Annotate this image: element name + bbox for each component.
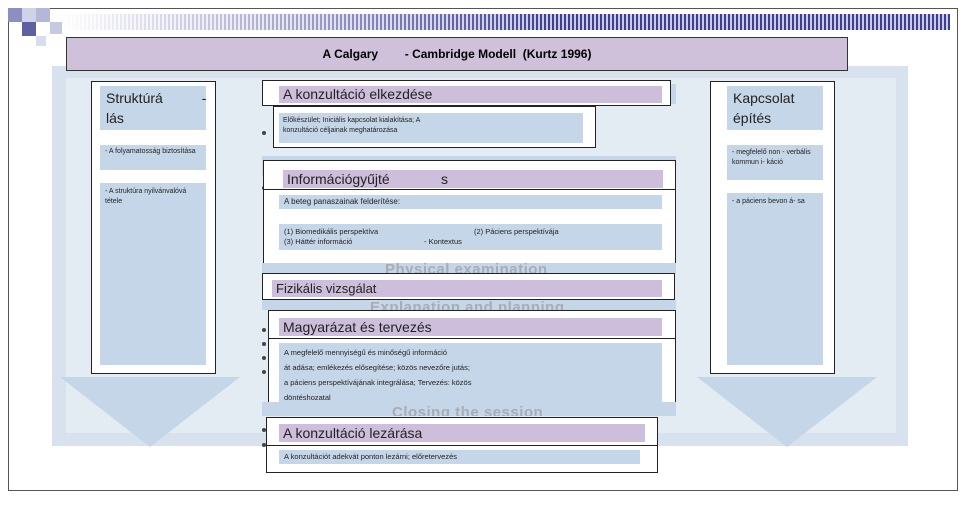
explain-divider: [268, 338, 676, 339]
info-subheading: A beteg panaszainak felderítése:: [279, 195, 662, 209]
bullet-dot: [262, 428, 266, 432]
info-biomedical: (1) Biomedikális perspektíva: [284, 227, 379, 236]
close-divider: [266, 445, 658, 446]
close-ghost-label: Closing the session: [392, 404, 544, 416]
close-heading: A konzultáció lezárása: [279, 424, 645, 442]
slide-title: A Calgary - Cambridge Modell (Kurtz 1996…: [66, 37, 848, 71]
start-line1: Előkészület; Iniciális kapcsolat kialakí…: [283, 117, 421, 124]
physical-ghost-label: Physical examination: [385, 261, 548, 273]
explain-line4: döntéshozatal: [284, 393, 331, 402]
explain-line3: a páciens perspektívájának integrálása; …: [284, 378, 472, 387]
right-heading-line1: Kapcsolat: [733, 90, 795, 106]
right-item-nonverbal: - megfelelő non - verbális kommun i- kác…: [727, 145, 823, 180]
corner-square: [22, 8, 36, 22]
physical-heading: Fizikális vizsgálat: [272, 280, 662, 297]
explain-ghost-label: Explanation and planning: [370, 299, 565, 310]
bullet-dot: [262, 342, 266, 346]
corner-square: [8, 8, 22, 22]
start-heading: A konzultáció elkezdése: [279, 86, 662, 103]
left-heading-line1: Struktúrá -: [106, 90, 207, 106]
start-line2: konzultáció céljainak meghatározása: [283, 127, 398, 134]
explain-line2: át adása; emlékezés elősegítése; közös n…: [284, 363, 470, 372]
left-item-visibility: - A struktúra nyilvánvalóvá tétele: [100, 183, 206, 365]
left-heading-line2: lás: [106, 110, 124, 126]
close-body: A konzultációt adekvát ponton lezárni; e…: [279, 450, 640, 464]
right-heading-line2: építés: [733, 110, 772, 126]
explain-ghost-backdrop: [262, 300, 676, 310]
info-context: - Kontextus: [424, 237, 462, 246]
corner-square: [22, 22, 36, 36]
bullet-dot: [262, 356, 266, 360]
corner-square: [36, 8, 50, 22]
close-ghost-backdrop: [262, 402, 676, 416]
left-item-continuity: - A folyamatosság biztosítása: [100, 145, 206, 170]
header-stripe: [60, 14, 950, 30]
start-body: Előkészület; Iniciális kapcsolat kialakí…: [279, 113, 583, 143]
slide-frame: [8, 8, 958, 491]
right-item-involve-patient: - a páciens bevon á- sa: [727, 193, 823, 365]
left-down-arrow: [60, 377, 240, 447]
info-patient-perspective: (2) Páciens perspektívája: [474, 227, 559, 236]
explain-heading: Magyarázat és tervezés: [279, 318, 662, 336]
physical-ghost-backdrop: [262, 263, 676, 274]
left-column-heading: Struktúrá - lás: [100, 86, 206, 130]
bullet-dot: [262, 370, 266, 374]
info-heading-text: Információgyűjté: [287, 171, 390, 187]
info-divider: [263, 189, 676, 190]
bullet-dot: [262, 328, 266, 332]
explain-body: A megfelelő mennyiségű és minőségű infor…: [279, 343, 662, 404]
info-perspectives: (1) Biomedikális perspektíva (2) Páciens…: [279, 224, 662, 250]
right-down-arrow: [697, 377, 877, 447]
right-column-heading: Kapcsolat építés: [727, 86, 823, 130]
corner-square: [36, 36, 46, 46]
info-heading: Információgyűjté s: [283, 170, 663, 188]
corner-square: [50, 22, 62, 34]
bullet-dot: [262, 443, 266, 447]
info-background: (3) Háttér információ: [284, 237, 353, 246]
bullet-dot: [262, 131, 266, 135]
explain-line1: A megfelelő mennyiségű és minőségű infor…: [284, 348, 448, 357]
info-heading-tail: s: [441, 171, 448, 187]
